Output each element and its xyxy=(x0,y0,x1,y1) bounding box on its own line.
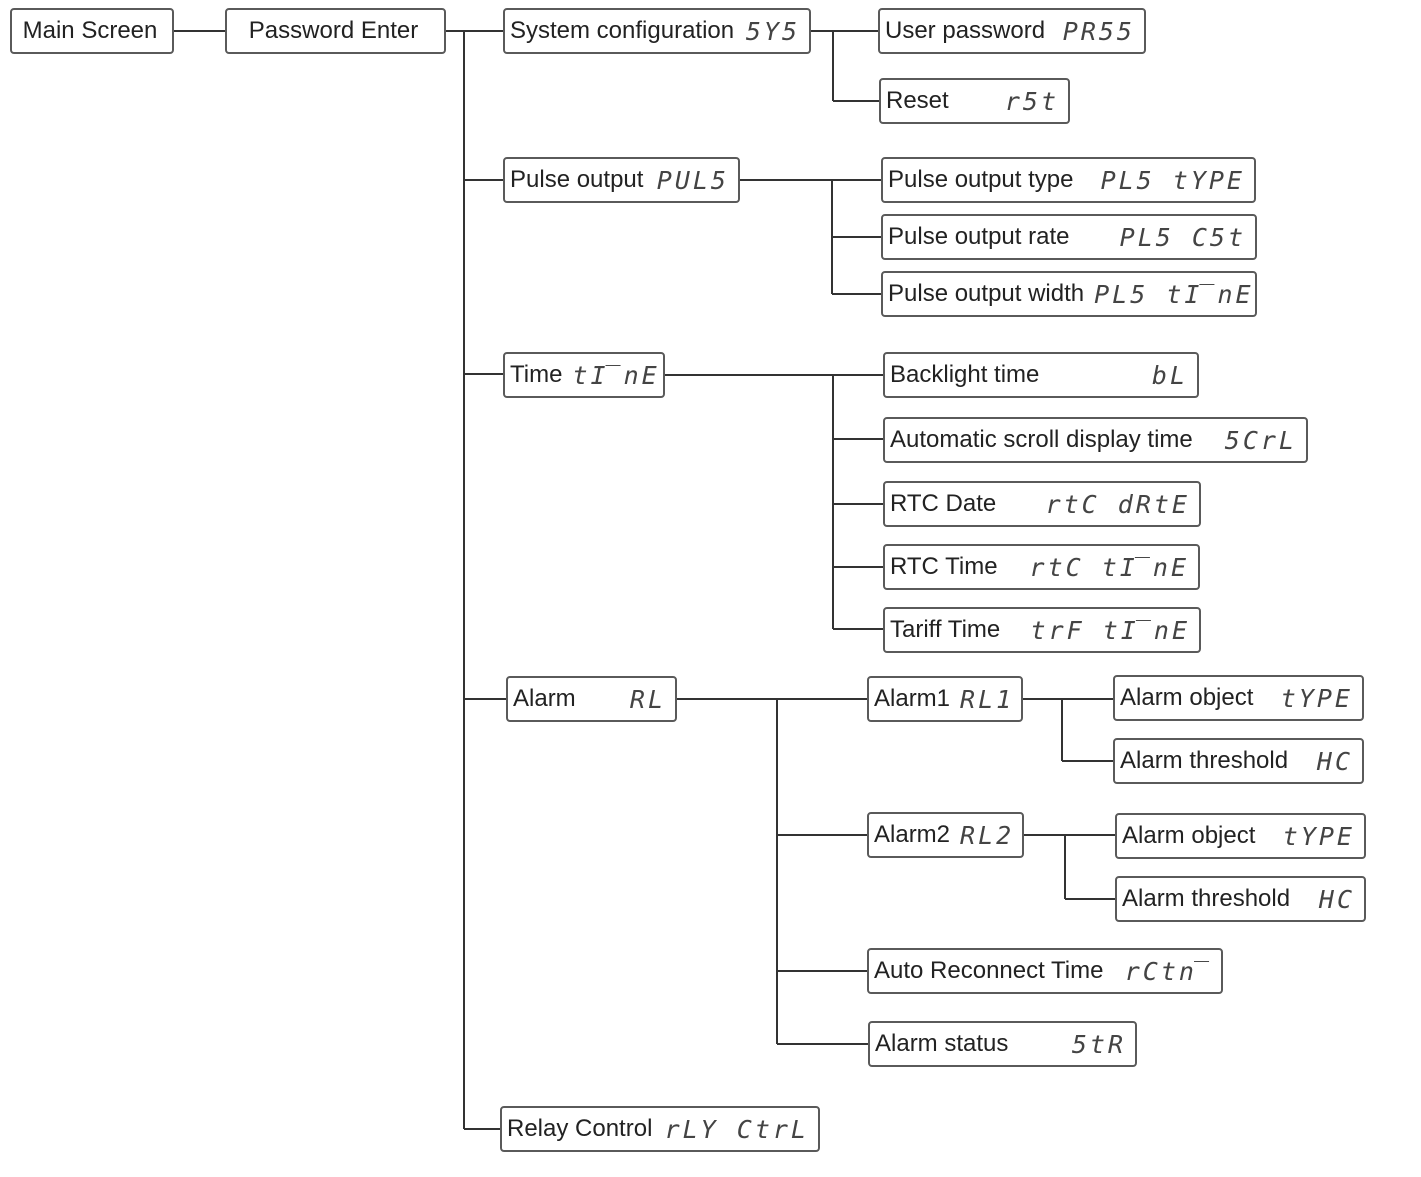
node-label: Auto Reconnect Time xyxy=(874,957,1104,984)
alarm1-threshold-node: Alarm threshold HC xyxy=(1113,738,1364,784)
lcd-code: 5tR xyxy=(1071,1029,1126,1059)
lcd-code: tYPE xyxy=(1280,683,1353,713)
node-label: Tariff Time xyxy=(890,616,1001,643)
node-label: Alarm threshold xyxy=(1122,885,1291,912)
lcd-code: RL2 xyxy=(960,820,1015,850)
node-label: Reset xyxy=(886,87,949,114)
pulse-output-rate-node: Pulse output rate PL5 C5t xyxy=(881,214,1257,260)
lcd-code: 5Y5 xyxy=(745,16,800,46)
node-label: Alarm2 xyxy=(874,821,951,848)
lcd-code: PUL5 xyxy=(656,165,729,195)
node-label: Alarm threshold xyxy=(1120,747,1289,774)
pulse-output-node: Pulse output PUL5 xyxy=(503,157,740,203)
node-label: Relay Control xyxy=(507,1115,653,1142)
lcd-code: HC xyxy=(1318,884,1355,914)
lcd-code: rtC tI̅nE xyxy=(1029,552,1189,582)
lcd-code: PL5 C5t xyxy=(1119,222,1246,252)
system-configuration-node: System configuration 5Y5 xyxy=(503,8,811,54)
lcd-code: rtC dRtE xyxy=(1045,489,1190,519)
lcd-code: bL xyxy=(1151,360,1188,390)
node-label: Password Enter xyxy=(248,17,419,44)
alarm2-threshold-node: Alarm threshold HC xyxy=(1115,876,1366,922)
node-label: RTC Time xyxy=(890,553,998,580)
alarm-node: Alarm RL xyxy=(506,676,677,722)
time-node: Time tI̅nE xyxy=(503,352,665,398)
lcd-code: RL1 xyxy=(960,684,1015,714)
node-label: Backlight time xyxy=(890,361,1040,388)
lcd-code: trF tI̅nE xyxy=(1030,615,1190,645)
alarm1-node: Alarm1 RL1 xyxy=(867,676,1023,722)
lcd-code: 5CrL xyxy=(1224,425,1297,455)
rtc-date-node: RTC Date rtC dRtE xyxy=(883,481,1201,527)
node-label: User password xyxy=(885,17,1046,44)
user-password-node: User password PR55 xyxy=(878,8,1146,54)
lcd-code: rLY CtrL xyxy=(664,1114,809,1144)
alarm2-node: Alarm2 RL2 xyxy=(867,812,1024,858)
alarm-status-node: Alarm status 5tR xyxy=(868,1021,1137,1067)
node-label: System configuration xyxy=(510,17,735,44)
node-label: Alarm xyxy=(513,685,576,712)
password-enter-node: Password Enter xyxy=(225,8,446,54)
main-screen-node: Main Screen xyxy=(10,8,174,54)
lcd-code: r5t xyxy=(1004,86,1059,116)
node-label: Automatic scroll display time xyxy=(890,426,1193,453)
auto-reconnect-time-node: Auto Reconnect Time rCtn̅ xyxy=(867,948,1223,994)
node-label: Time xyxy=(510,361,563,388)
automatic-scroll-display-time-node: Automatic scroll display time 5CrL xyxy=(883,417,1308,463)
alarm2-object-node: Alarm object tYPE xyxy=(1115,813,1366,859)
node-label: Pulse output width xyxy=(888,280,1085,307)
alarm1-object-node: Alarm object tYPE xyxy=(1113,675,1364,721)
lcd-code: PL5 tYPE xyxy=(1100,165,1245,195)
lcd-code: rCtn̅ xyxy=(1124,956,1212,986)
pulse-output-width-node: Pulse output width PL5 tI̅nE xyxy=(881,271,1257,317)
lcd-code: RL xyxy=(629,684,666,714)
node-label: Alarm1 xyxy=(874,685,951,712)
tariff-time-node: Tariff Time trF tI̅nE xyxy=(883,607,1201,653)
lcd-code: tYPE xyxy=(1282,821,1355,851)
reset-node: Reset r5t xyxy=(879,78,1070,124)
node-label: Alarm status xyxy=(875,1030,1009,1057)
node-label: Pulse output type xyxy=(888,166,1074,193)
rtc-time-node: RTC Time rtC tI̅nE xyxy=(883,544,1200,590)
node-label: RTC Date xyxy=(890,490,997,517)
node-label: Pulse output rate xyxy=(888,223,1070,250)
node-label: Alarm object xyxy=(1120,684,1254,711)
node-label: Alarm object xyxy=(1122,822,1256,849)
node-label: Main Screen xyxy=(22,17,158,44)
relay-control-node: Relay Control rLY CtrL xyxy=(500,1106,820,1152)
pulse-output-type-node: Pulse output type PL5 tYPE xyxy=(881,157,1256,203)
lcd-code: HC xyxy=(1316,746,1353,776)
lcd-code: tI̅nE xyxy=(572,360,660,390)
node-label: Pulse output xyxy=(510,166,644,193)
lcd-code: PR55 xyxy=(1062,16,1135,46)
lcd-code: PL5 tI̅nE xyxy=(1094,279,1254,309)
backlight-time-node: Backlight time bL xyxy=(883,352,1199,398)
